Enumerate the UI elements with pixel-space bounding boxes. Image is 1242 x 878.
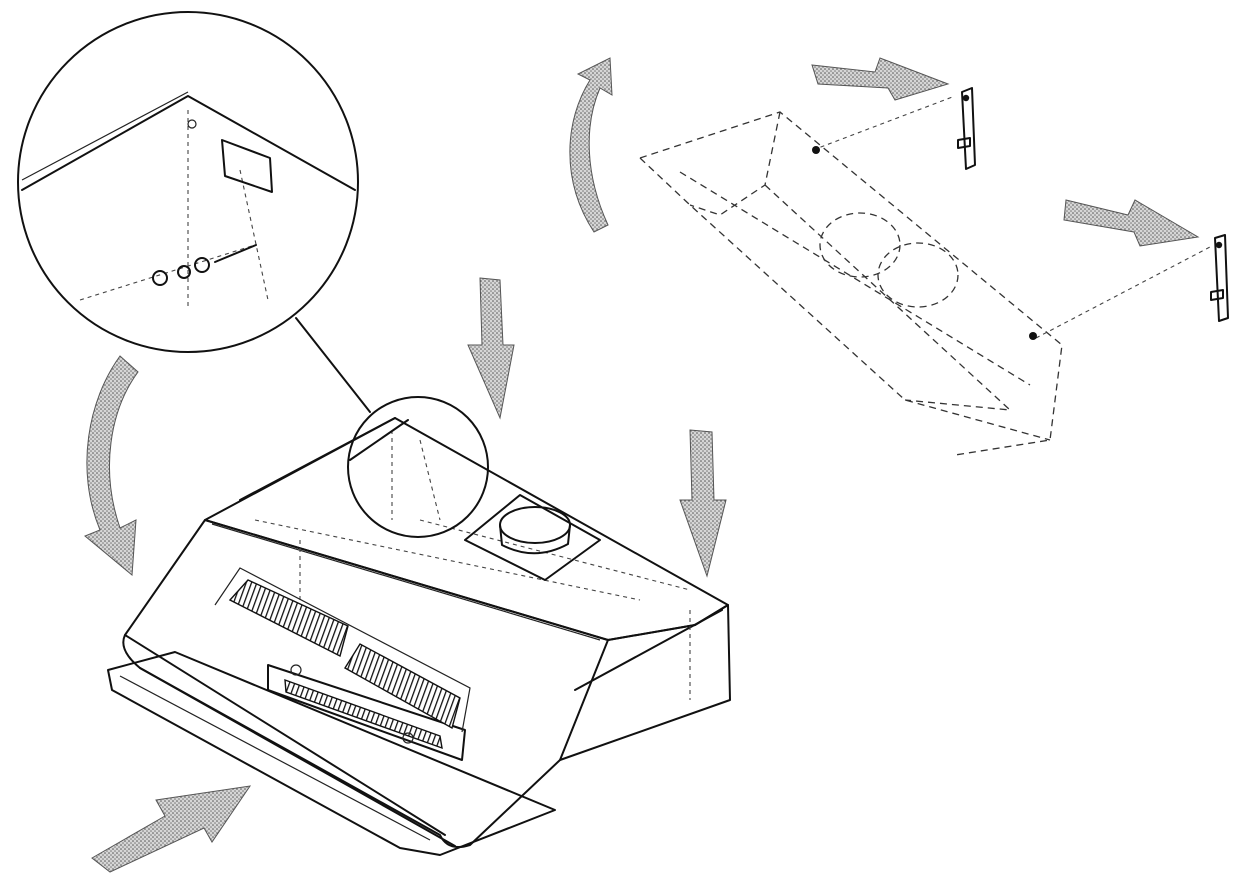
duct-collar-icon (464, 494, 601, 581)
ghost-hood-outline (639, 95, 1211, 456)
rotation-arrow-icon (569, 57, 613, 233)
push-arrow-icon (91, 785, 252, 873)
screw-hole-icon (812, 146, 820, 154)
hood-body-icon (107, 417, 731, 856)
mounting-bracket-icon (1210, 234, 1229, 322)
vent-grille (344, 643, 461, 730)
push-arrow-icon (811, 57, 950, 101)
rotation-arrow-icon (84, 355, 139, 577)
leader-line (295, 317, 371, 413)
mounting-bracket-icon (221, 139, 273, 193)
detail-zoom-circle (17, 11, 489, 538)
push-arrow-icon (679, 429, 727, 578)
screw-hole-icon (1029, 332, 1037, 340)
push-arrow-icon (1063, 199, 1200, 247)
mounting-bracket-icon (957, 87, 976, 170)
vent-grille (228, 579, 349, 658)
push-arrow-icon (467, 277, 515, 420)
